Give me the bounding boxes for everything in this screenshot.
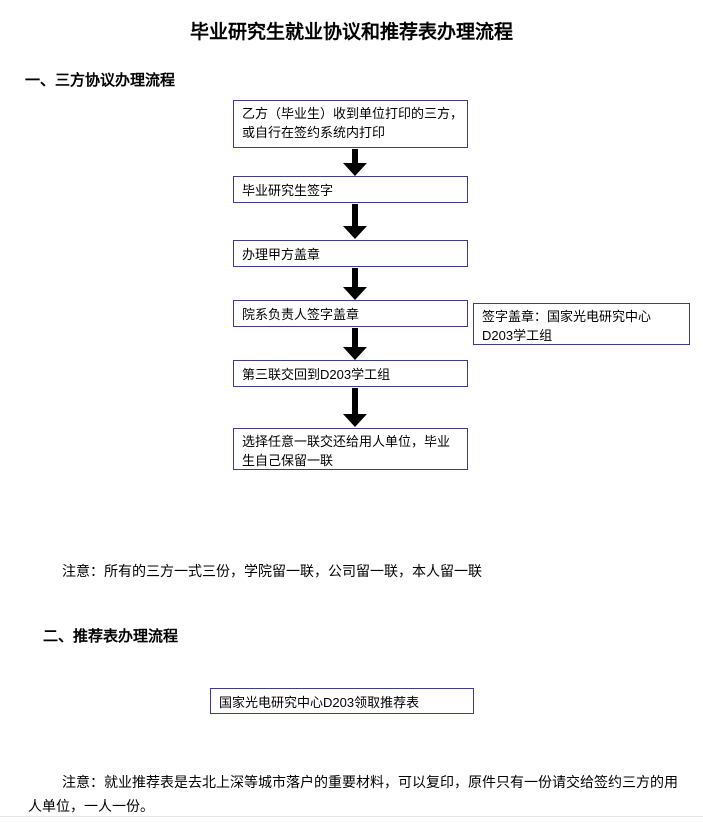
flow-box-step-4-line-1: 院系负责人签字盖章 bbox=[242, 307, 360, 322]
flow-box-step-6: 选择任意一联交还给用人单位，毕业 生自己保留一联 bbox=[233, 428, 468, 470]
flow-box-annotation-line-1: 签字盖章：国家光电研究中心 bbox=[482, 309, 652, 324]
arrow-stem bbox=[352, 268, 358, 287]
flow-box-step-2: 毕业研究生签字 bbox=[233, 176, 468, 203]
arrow-stem bbox=[352, 388, 358, 414]
note-recommendation: 注意：就业推荐表是去北上深等城市落户的重要材料，可以复印，原件只有一份请交给签约… bbox=[28, 774, 678, 814]
flow-box-annotation-line-2: D203学工组 bbox=[482, 328, 553, 343]
arrow-down-icon-2 bbox=[343, 204, 367, 240]
flow-box-step-2-line-1: 毕业研究生签字 bbox=[242, 183, 334, 198]
flow-box-recommendation-step-1: 国家光电研究中心D203领取推荐表 bbox=[210, 688, 474, 714]
arrow-head bbox=[343, 163, 367, 176]
note-agreement: 注意：所有的三方一式三份，学院留一联，公司留一联，本人留一联 bbox=[62, 563, 482, 579]
arrow-stem bbox=[352, 328, 358, 347]
flow-box-step-1: 乙方（毕业生）收到单位打印的三方， 或自行在签约系统内打印 bbox=[233, 100, 468, 148]
flow-box-step-4: 院系负责人签字盖章 bbox=[233, 300, 468, 327]
page-title: 毕业研究生就业协议和推荐表办理流程 bbox=[189, 22, 513, 43]
flow-box-step-6-line-1: 选择任意一联交还给用人单位，毕业 bbox=[242, 434, 451, 449]
arrow-stem bbox=[352, 149, 358, 163]
section-heading-agreement: 一、三方协议办理流程 bbox=[25, 72, 176, 89]
arrow-down-icon-5 bbox=[343, 388, 367, 428]
flow-box-step-5: 第三联交回到D203学工组 bbox=[233, 360, 468, 387]
flow-box-recommendation-step-1-line-1: 国家光电研究中心D203领取推荐表 bbox=[219, 695, 420, 710]
arrow-down-icon-4 bbox=[343, 328, 367, 360]
arrow-head bbox=[343, 347, 367, 360]
arrow-head bbox=[343, 287, 367, 300]
flow-box-step-3: 办理甲方盖章 bbox=[233, 240, 468, 267]
flow-box-step-1-line-2: 或自行在签约系统内打印 bbox=[242, 125, 386, 140]
flow-box-step-5-line-1: 第三联交回到D203学工组 bbox=[242, 367, 391, 382]
arrow-down-icon-3 bbox=[343, 268, 367, 300]
arrow-stem bbox=[352, 204, 358, 226]
flow-box-step-6-line-2: 生自己保留一联 bbox=[242, 453, 334, 468]
arrow-head bbox=[343, 226, 367, 239]
arrow-down-icon-1 bbox=[343, 149, 367, 176]
flow-box-annotation-stamp: 签字盖章：国家光电研究中心 D203学工组 bbox=[473, 303, 690, 345]
flow-box-step-1-line-1: 乙方（毕业生）收到单位打印的三方， bbox=[242, 106, 464, 121]
arrow-head bbox=[343, 414, 367, 427]
flow-box-step-3-line-1: 办理甲方盖章 bbox=[242, 247, 321, 262]
section-heading-recommendation: 二、推荐表办理流程 bbox=[43, 628, 179, 645]
bottom-divider bbox=[0, 816, 703, 817]
